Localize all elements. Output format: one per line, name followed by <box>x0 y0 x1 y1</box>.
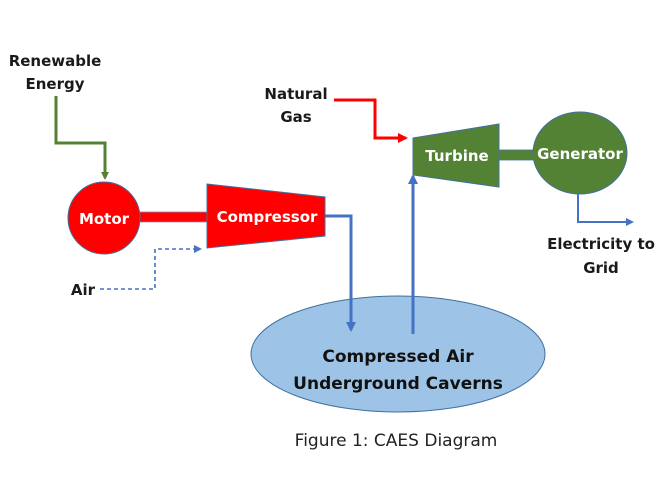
figure-caption: Figure 1: CAES Diagram <box>295 431 498 451</box>
generator-ellipse <box>532 111 628 195</box>
turbine-generator-shaft <box>497 149 535 161</box>
turbine-label: Turbine <box>425 147 488 165</box>
generator-to-grid-arrow <box>577 194 634 226</box>
air-label: Air <box>71 281 96 299</box>
motor-circle <box>67 181 141 255</box>
motor-label: Motor <box>79 210 130 228</box>
natural-gas-to-turbine-arrow <box>334 98 408 143</box>
compressor-shape <box>206 183 326 249</box>
air-to-compressor-arrow <box>100 245 202 290</box>
renewable-to-motor-arrow <box>54 96 109 180</box>
renewable-energy-label-line1: Renewable <box>9 52 102 70</box>
motor-node: Motor <box>67 181 141 255</box>
renewable-energy-label-line2: Energy <box>25 75 84 93</box>
electricity-to-grid-label-line2: Grid <box>583 259 619 277</box>
turbine-node: Turbine <box>412 123 500 188</box>
cavern-node: Compressed Air Underground Caverns <box>250 295 546 413</box>
generator-label: Generator <box>537 145 623 163</box>
natural-gas-label-line2: Gas <box>280 108 311 126</box>
compressor-node: Compressor <box>206 183 326 249</box>
natural-gas-label-line1: Natural <box>264 85 327 103</box>
cavern-label-line1: Compressed Air <box>322 347 474 367</box>
turbine-shape <box>412 123 500 188</box>
compressor-label: Compressor <box>217 208 318 226</box>
generator-node: Generator <box>532 111 628 195</box>
compressor-to-cavern-arrow <box>325 214 356 332</box>
motor-compressor-shaft <box>137 211 211 223</box>
cavern-ellipse <box>250 295 546 413</box>
electricity-to-grid-label-line1: Electricity to <box>547 235 655 253</box>
cavern-label-line2: Underground Caverns <box>293 374 503 394</box>
